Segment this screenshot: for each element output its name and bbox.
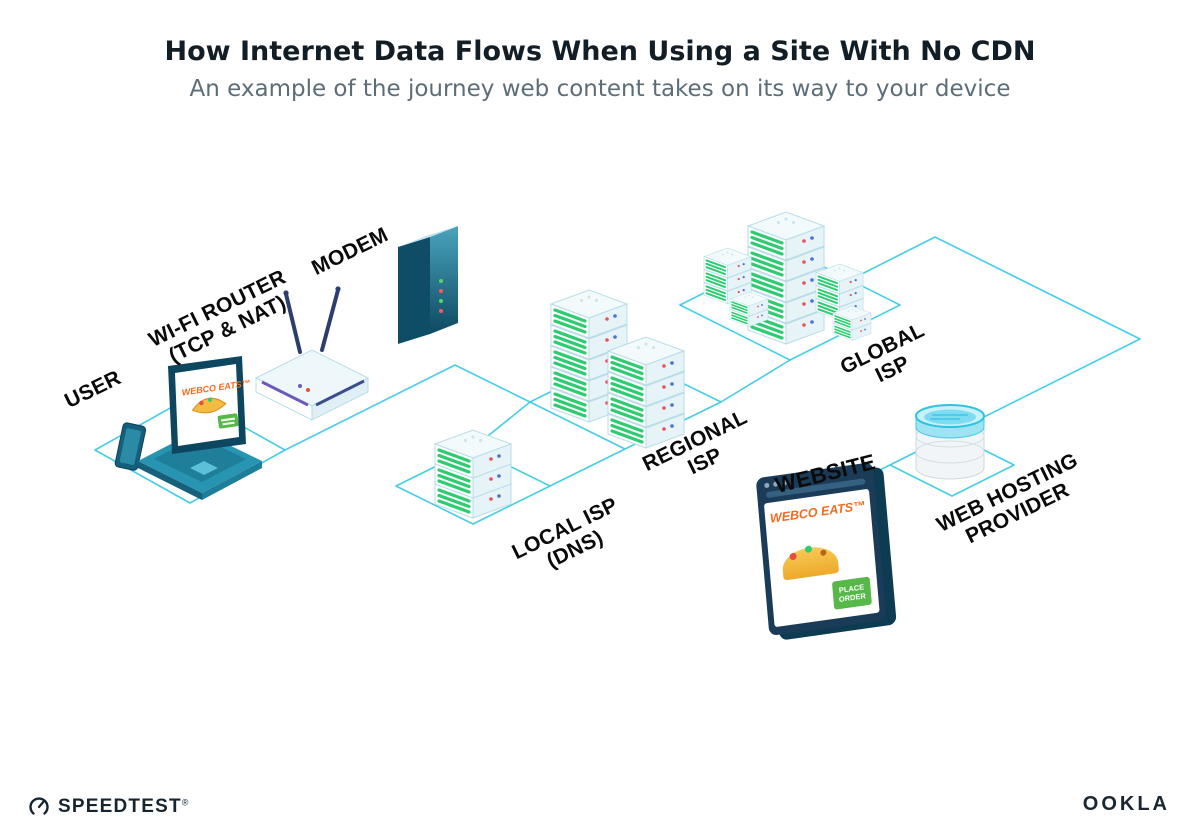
- laptop-device: WEBCO EATS™: [114, 356, 262, 500]
- wifi-router-device: [254, 286, 370, 421]
- server-stack-regional-isp: [549, 288, 686, 450]
- server-stack-local-isp: [433, 428, 513, 520]
- website-content: WEBCO EATS™ PLACE ORDER: [763, 488, 880, 628]
- web-hosting-database: [915, 404, 985, 480]
- trademark-symbol: ®: [181, 797, 189, 808]
- place-order-button: PLACE ORDER: [831, 576, 872, 610]
- speedtest-logo: SPEEDTEST®: [28, 796, 188, 818]
- router-antenna-icon: [283, 286, 341, 354]
- website-brand-text: WEBCO EATS™: [769, 498, 867, 526]
- taco-illustration: [781, 543, 840, 581]
- speedtest-gauge-icon: [29, 797, 49, 815]
- page-subtitle: An example of the journey web content ta…: [189, 76, 1011, 102]
- modem-device: [398, 226, 458, 344]
- page-title: How Internet Data Flows When Using a Sit…: [164, 36, 1036, 67]
- server-stack-global-isp: [703, 210, 872, 346]
- phone-device: [114, 422, 147, 471]
- ookla-logo: OOKLA: [1082, 793, 1170, 815]
- speedtest-wordmark: SPEEDTEST: [58, 796, 182, 817]
